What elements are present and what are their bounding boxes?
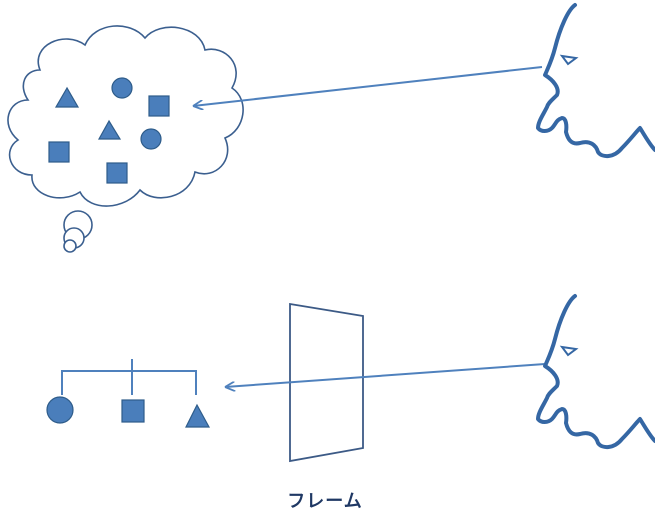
gaze-arrow-bottom — [225, 363, 546, 387]
circle-shape-icon — [140, 128, 162, 150]
square-shape-icon — [106, 162, 128, 184]
triangle-shape-icon — [97, 119, 122, 140]
triangle-shape-icon — [54, 86, 80, 108]
thought-cloud — [7, 25, 244, 253]
square-shape-icon — [121, 399, 145, 423]
thought-bubble-small — [63, 239, 77, 253]
face-profile-top — [536, 3, 655, 159]
face-profile-bottom — [536, 294, 655, 450]
frame-label: フレーム — [287, 491, 363, 512]
eye-icon — [559, 345, 579, 357]
frame-panel-icon — [289, 302, 364, 463]
circle-shape-icon — [46, 396, 74, 424]
triangle-shape-icon — [185, 403, 211, 428]
eye-icon — [559, 54, 579, 66]
face-profile-icon — [536, 294, 655, 450]
circle-shape-icon — [111, 77, 133, 99]
square-shape-icon — [148, 95, 170, 117]
shape-tree — [46, 359, 211, 428]
tree-bracket — [61, 370, 197, 395]
square-shape-icon — [48, 141, 70, 163]
gaze-arrow-top — [193, 66, 543, 106]
face-profile-icon — [536, 3, 655, 159]
